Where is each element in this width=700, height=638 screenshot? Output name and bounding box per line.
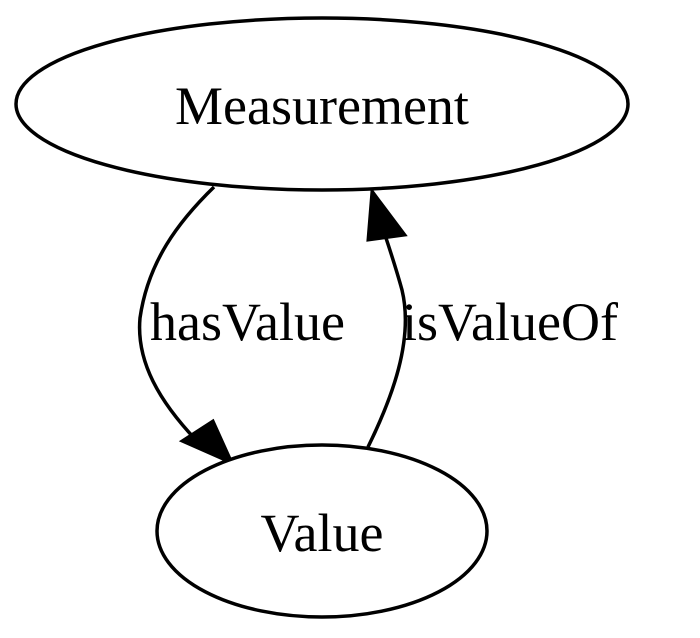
node-value-label: Value [261, 503, 384, 563]
edge-has-value-line [137, 185, 216, 442]
node-measurement-ellipse [14, 16, 630, 192]
node-measurement[interactable]: Measurement [14, 16, 630, 192]
node-value-ellipse [155, 443, 489, 619]
edge-label-has-value: hasValue [150, 292, 345, 352]
edge-has-value: hasValue [137, 185, 345, 466]
node-value[interactable]: Value [155, 443, 489, 619]
edge-is-value-of-line [366, 231, 408, 448]
node-measurement-label: Measurement [175, 76, 469, 136]
edge-is-value-of-arrowhead [366, 186, 408, 242]
edge-is-value-of: isValueOf [366, 186, 618, 448]
edge-label-is-value-of: isValueOf [402, 292, 618, 352]
edge-has-value-arrowhead [178, 418, 235, 466]
